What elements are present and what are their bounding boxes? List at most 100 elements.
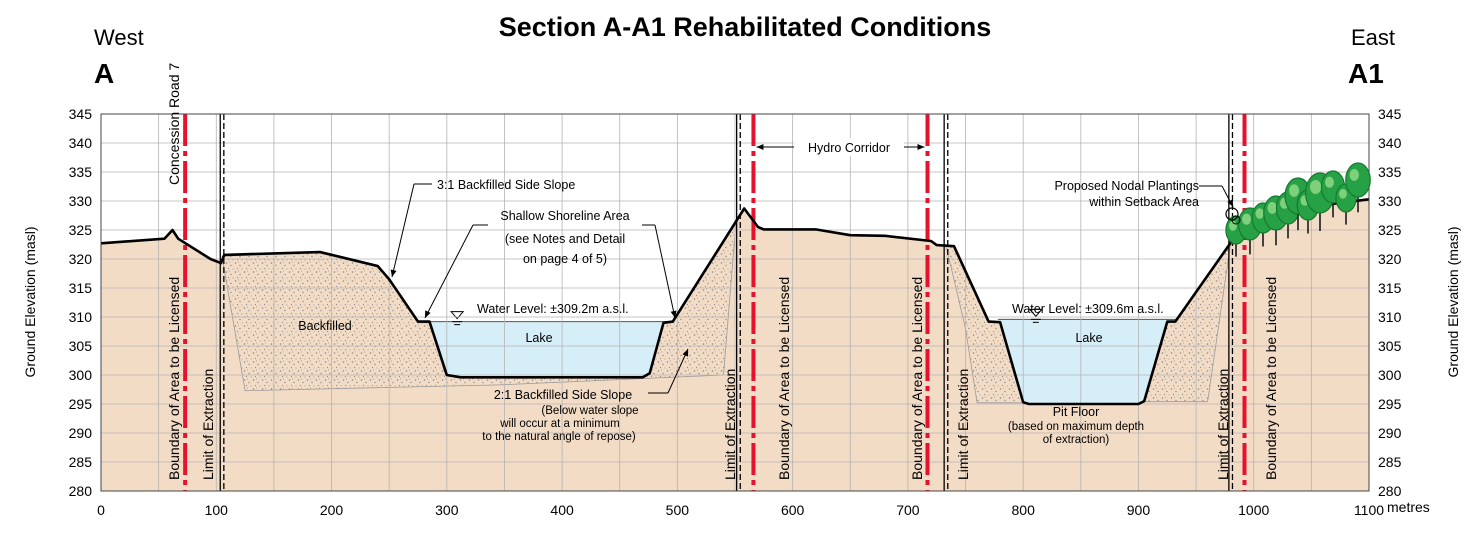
east-label: East <box>1351 25 1395 50</box>
hydro-arrow-right <box>917 144 925 150</box>
limit-label-1: Limit of Extraction <box>200 369 216 480</box>
y-tick-left-285: 285 <box>69 454 93 470</box>
ground-profile-line <box>100 198 1370 406</box>
boundary-label-2: Boundary of Area to be Licensed <box>776 277 792 480</box>
west-section-letter: A <box>94 58 114 89</box>
y-tick-left-295: 295 <box>69 396 93 412</box>
y-axis-label-right: Ground Elevation (masl) <box>1445 227 1461 378</box>
lake-2-label: Lake <box>1075 331 1102 345</box>
concession-road-label: Concession Road 7 <box>166 63 182 185</box>
y-tick-right-310: 310 <box>1378 309 1402 325</box>
limit-label-2: Limit of Extraction <box>722 369 738 480</box>
lake-2 <box>997 319 1177 404</box>
slope31-arrow <box>390 269 397 277</box>
water-level-2-label: Water Level: ±309.6m a.s.l. <box>1012 302 1164 316</box>
x-tick-200: 200 <box>320 502 344 518</box>
pit-floor-note-1: (based on maximum depth <box>1008 421 1144 433</box>
x-tick-300: 300 <box>435 502 459 518</box>
shrub-outline-2 <box>1231 215 1241 225</box>
y-axis-label-left: Ground Elevation (masl) <box>22 227 38 378</box>
plantings-label: Proposed Nodal Plantings <box>1054 179 1199 193</box>
shallow-shoreline-note-1: (see Notes and Detail <box>505 232 625 246</box>
y-tick-right-300: 300 <box>1378 367 1402 383</box>
tree-highlight-2 <box>1242 213 1251 225</box>
backfill-slope-3-1-label: 3:1 Backfilled Side Slope <box>437 178 575 192</box>
backfilled-label: Backfilled <box>298 319 352 333</box>
backfill-slope-2-1-label: 2:1 Backfilled Side Slope <box>494 388 632 402</box>
hydro-corridor-label: Hydro Corridor <box>808 141 890 155</box>
tree-highlight-6 <box>1289 184 1300 197</box>
tree-highlight-11 <box>1349 168 1360 181</box>
page-title: Section A-A1 Rehabilitated Conditions <box>499 12 992 42</box>
y-tick-right-320: 320 <box>1378 251 1402 267</box>
x-axis-unit: metres <box>1387 499 1430 515</box>
y-tick-left-325: 325 <box>69 222 93 238</box>
y-tick-left-315: 315 <box>69 280 93 296</box>
x-tick-100: 100 <box>205 502 229 518</box>
y-tick-left-345: 345 <box>69 106 93 122</box>
shallow-shoreline-label: Shallow Shoreline Area <box>500 209 629 223</box>
shore-arrow-right <box>670 310 677 318</box>
y-tick-right-305: 305 <box>1378 338 1402 354</box>
backfill-slope-2-1-note-2: will occur at a minimum <box>499 418 620 430</box>
lakes <box>419 308 1177 404</box>
hydro-arrow-left <box>756 144 764 150</box>
tree-highlight-9 <box>1325 176 1334 188</box>
x-tick-600: 600 <box>781 502 805 518</box>
plantings-arrow <box>1227 199 1233 207</box>
boundary-label-4: Boundary of Area to be Licensed <box>1263 277 1279 480</box>
shore-leader-right <box>654 224 676 319</box>
water-level-1-label: Water Level: ±309.2m a.s.l. <box>477 302 629 316</box>
slope21-leader <box>667 348 689 394</box>
y-tick-left-290: 290 <box>69 425 93 441</box>
x-tick-1000: 1000 <box>1238 502 1269 518</box>
limit-label-4: Limit of Extraction <box>1215 369 1231 480</box>
proposed-trees <box>1225 162 1371 257</box>
y-tick-right-315: 315 <box>1378 280 1402 296</box>
lake-1-label: Lake <box>525 331 552 345</box>
limit-label-3: Limit of Extraction <box>955 369 971 480</box>
y-tick-right-330: 330 <box>1378 193 1402 209</box>
slope31-leader <box>391 183 415 278</box>
slope21-arrow <box>682 349 689 357</box>
pit-floor-note-2: of extraction) <box>1043 434 1110 446</box>
pit-floor-label: Pit Floor <box>1053 405 1100 419</box>
tree-highlight-1 <box>1229 220 1237 231</box>
grid <box>101 114 1369 491</box>
tree-highlight-10 <box>1339 188 1347 199</box>
y-tick-right-345: 345 <box>1378 106 1402 122</box>
plot-frame <box>100 113 1370 492</box>
backfill-slope-2-1-note-1: (Below water slope <box>541 405 638 417</box>
y-tick-right-295: 295 <box>1378 396 1402 412</box>
tree-highlight-4 <box>1267 201 1278 214</box>
shallow-shoreline-note-2: on page 4 of 5) <box>523 252 607 266</box>
tree-highlight-3 <box>1255 208 1264 219</box>
water-level-symbol-2 <box>1028 308 1043 318</box>
boundary-label-1: Boundary of Area to be Licensed <box>166 277 182 480</box>
x-tick-1100: 1100 <box>1354 502 1384 518</box>
y-tick-left-335: 335 <box>69 164 93 180</box>
x-tick-700: 700 <box>896 502 920 518</box>
y-tick-right-280: 280 <box>1378 483 1402 499</box>
y-tick-right-340: 340 <box>1378 135 1402 151</box>
y-tick-right-290: 290 <box>1378 425 1402 441</box>
y-tick-right-335: 335 <box>1378 164 1402 180</box>
annotation-leaders <box>390 144 1234 394</box>
tree-canopy-11 <box>1345 162 1371 198</box>
backfill-slope-2-1-note-3: to the natural angle of repose) <box>482 431 636 443</box>
shore-arrow-left <box>425 310 431 318</box>
east-section-letter: A1 <box>1348 58 1384 89</box>
x-tick-0: 0 <box>97 502 105 518</box>
y-tick-left-340: 340 <box>69 135 93 151</box>
y-tick-right-325: 325 <box>1378 222 1402 238</box>
y-tick-left-300: 300 <box>69 367 93 383</box>
x-tick-500: 500 <box>666 502 690 518</box>
y-tick-left-280: 280 <box>69 483 93 499</box>
x-tick-800: 800 <box>1012 502 1036 518</box>
water-level-symbol-1 <box>450 311 465 320</box>
boundary-label-3: Boundary of Area to be Licensed <box>909 277 925 480</box>
plantings-label-2: within Setback Area <box>1088 195 1199 209</box>
shore-leader-left <box>424 224 474 319</box>
lake-1 <box>419 321 672 378</box>
